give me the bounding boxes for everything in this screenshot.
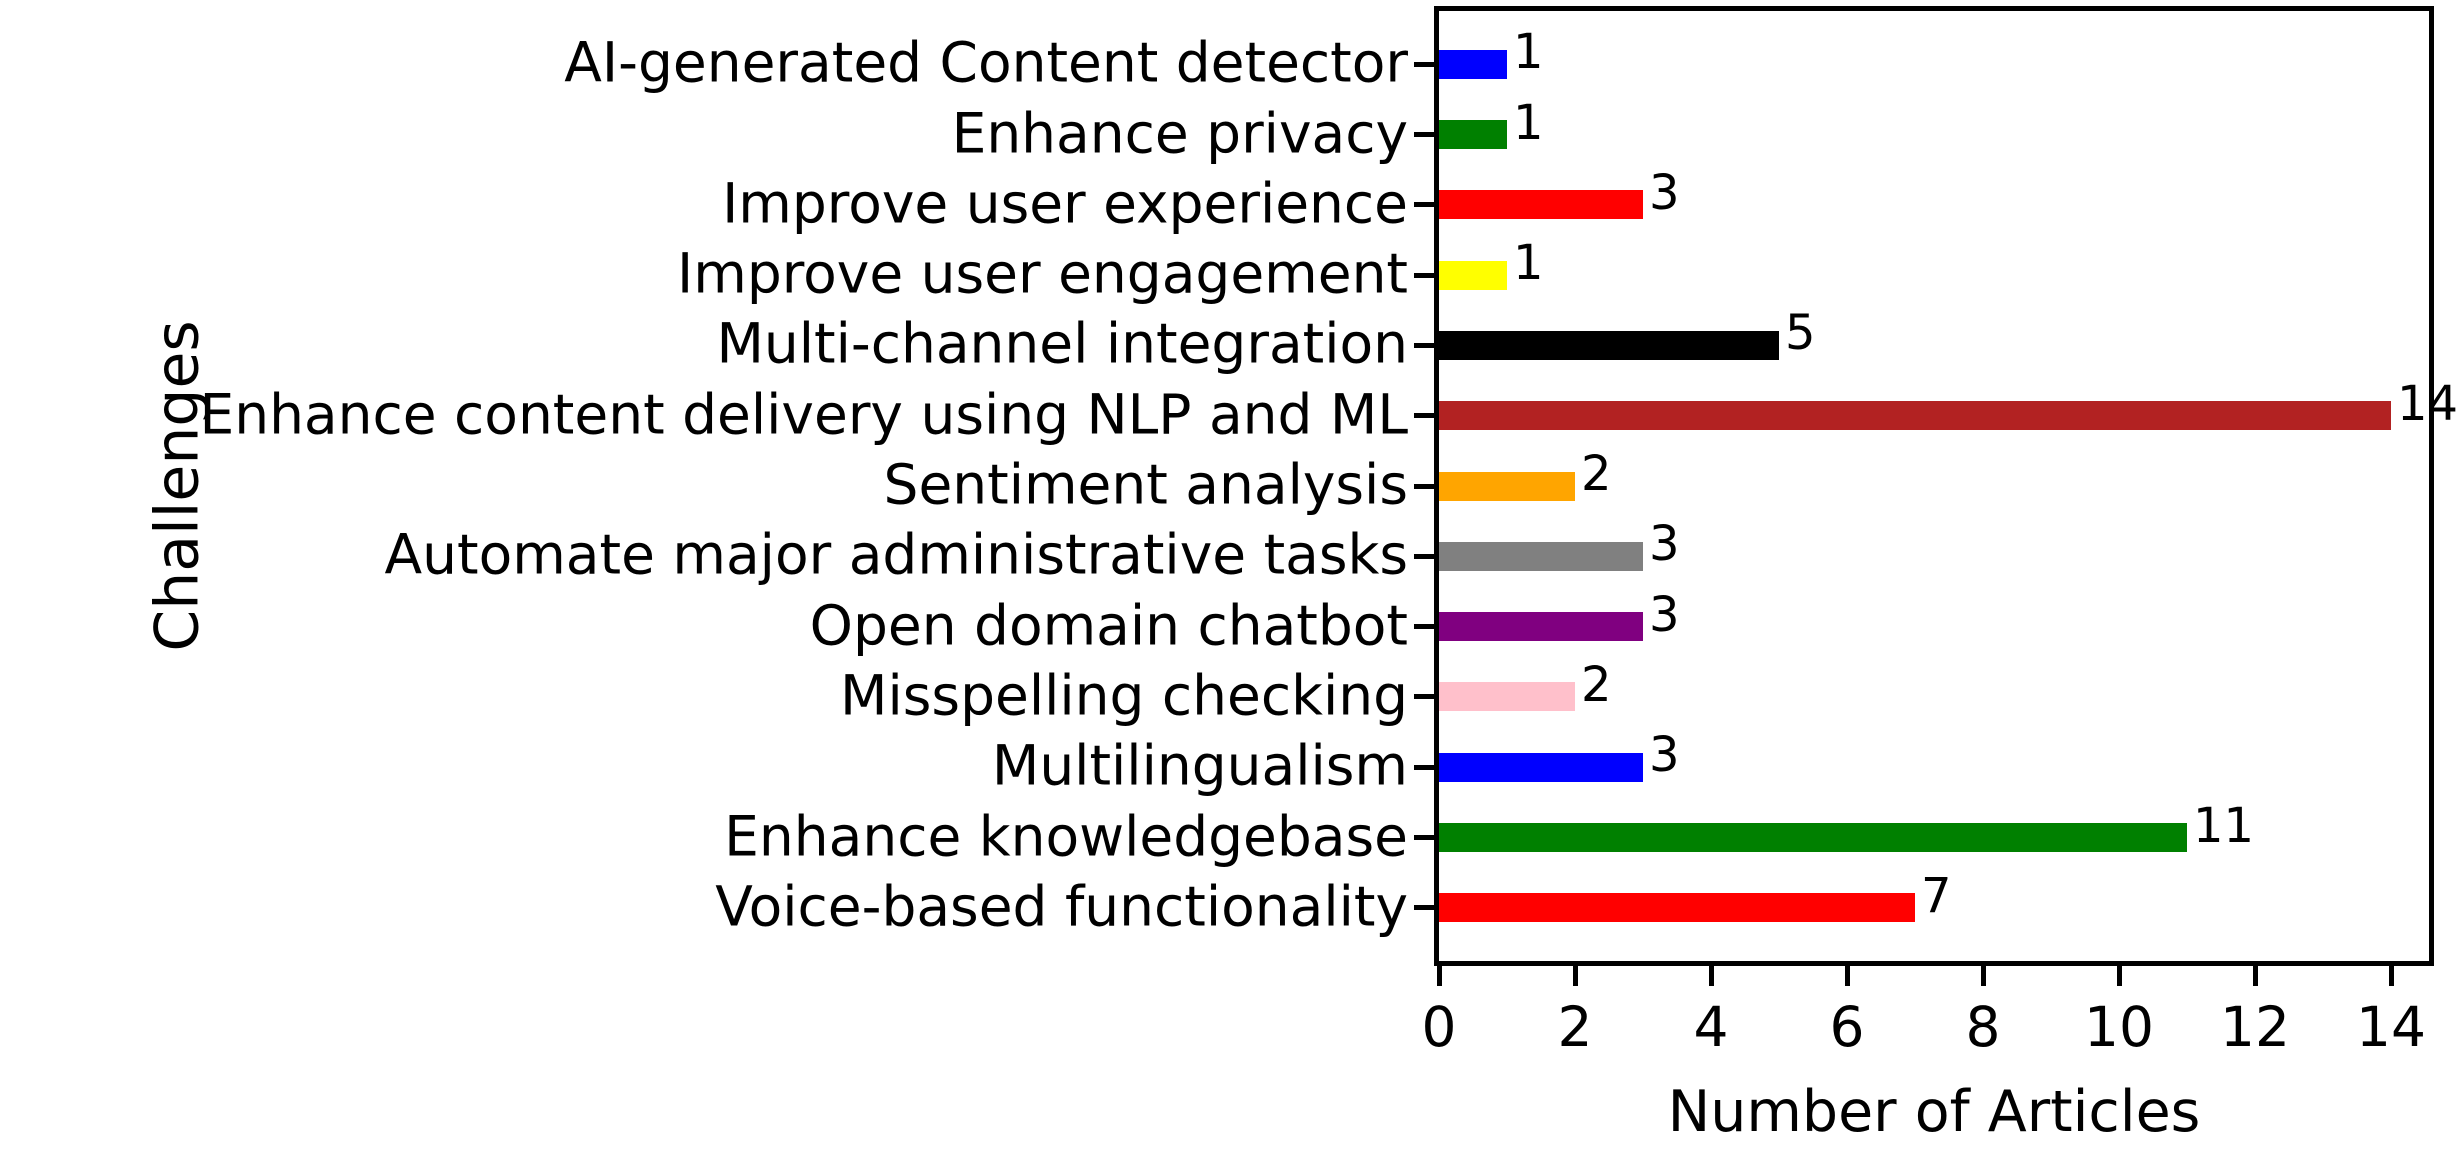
y-axis-tick [1414, 342, 1434, 348]
bar-value-label: 3 [1649, 164, 1680, 221]
y-axis-tick [1414, 835, 1434, 840]
bar [1439, 541, 1643, 571]
category-label: Improve user engagement [677, 241, 1408, 306]
x-axis-tick-label: 4 [1693, 995, 1729, 1059]
y-axis-label: Challenges [142, 320, 213, 652]
category-label: Multilingualism [991, 733, 1408, 798]
y-axis-tick [1414, 61, 1434, 67]
bar-value-label: 2 [1581, 446, 1612, 502]
x-axis-tick-label: 14 [2356, 995, 2426, 1059]
x-axis-tick [2388, 966, 2394, 986]
y-axis-tick [1414, 413, 1434, 419]
bar [1439, 330, 1779, 360]
y-axis-tick [1414, 694, 1434, 700]
bar-value-label: 5 [1785, 305, 1816, 362]
category-label: Automate major administrative tasks [384, 522, 1408, 587]
category-label: Multi-channel integration [716, 311, 1408, 376]
x-axis-tick-label: 2 [1557, 995, 1593, 1059]
x-axis-tick-label: 10 [2084, 995, 2154, 1059]
x-axis-tick [1980, 966, 1986, 986]
y-axis-tick [1414, 272, 1434, 278]
bar [1439, 120, 1507, 149]
x-axis-tick [1436, 966, 1442, 986]
x-axis-tick [1572, 966, 1578, 986]
bar-value-label: 1 [1513, 235, 1544, 292]
bar [1439, 823, 2187, 852]
category-label: Misspelling checking [840, 663, 1408, 728]
x-axis-tick [2252, 966, 2258, 986]
category-label: AI-generated Content detector [564, 30, 1408, 95]
x-axis-label: Number of Articles [1667, 1079, 2201, 1145]
bar-value-label: 3 [1649, 586, 1680, 643]
bar-value-label: 11 [2193, 797, 2255, 854]
plot-area [1434, 6, 2434, 966]
y-axis-tick [1414, 905, 1434, 911]
bar [1439, 893, 1915, 923]
bar-value-label: 7 [1921, 867, 1952, 924]
bar [1439, 471, 1575, 501]
bar [1439, 260, 1507, 290]
bar-value-label: 1 [1513, 94, 1544, 151]
y-axis-tick [1414, 553, 1434, 559]
bar-value-label: 14 [2397, 375, 2459, 432]
bar [1439, 682, 1575, 712]
category-label: Enhance content delivery using NLP and M… [199, 382, 1408, 447]
bar-value-label: 3 [1649, 516, 1680, 573]
x-axis-tick-label: 6 [1829, 995, 1865, 1059]
bar [1439, 401, 2391, 431]
y-axis-tick [1414, 624, 1434, 630]
x-axis-tick [1708, 966, 1714, 986]
category-label: Sentiment analysis [883, 452, 1408, 517]
y-axis-tick [1414, 132, 1434, 137]
bar [1439, 612, 1643, 642]
bar-value-label: 1 [1513, 24, 1544, 81]
bar [1439, 49, 1507, 79]
y-axis-tick [1414, 764, 1434, 770]
x-axis-tick [2116, 966, 2122, 986]
category-label: Open domain chatbot [809, 593, 1408, 658]
x-axis-tick-label: 0 [1421, 995, 1457, 1059]
y-axis-tick [1414, 202, 1434, 208]
category-label: Enhance knowledgebase [724, 804, 1408, 869]
y-axis-tick [1414, 483, 1434, 489]
bar [1439, 752, 1643, 782]
bar [1439, 190, 1643, 220]
x-axis-tick-label: 8 [1965, 995, 2001, 1059]
bar-value-label: 3 [1649, 727, 1680, 784]
x-axis-tick [1844, 966, 1850, 986]
bar-value-label: 2 [1581, 656, 1612, 713]
category-label: Voice-based functionality [715, 874, 1408, 939]
x-axis-tick-label: 12 [2220, 995, 2290, 1059]
category-label: Enhance privacy [951, 101, 1408, 166]
category-label: Improve user experience [722, 171, 1408, 236]
